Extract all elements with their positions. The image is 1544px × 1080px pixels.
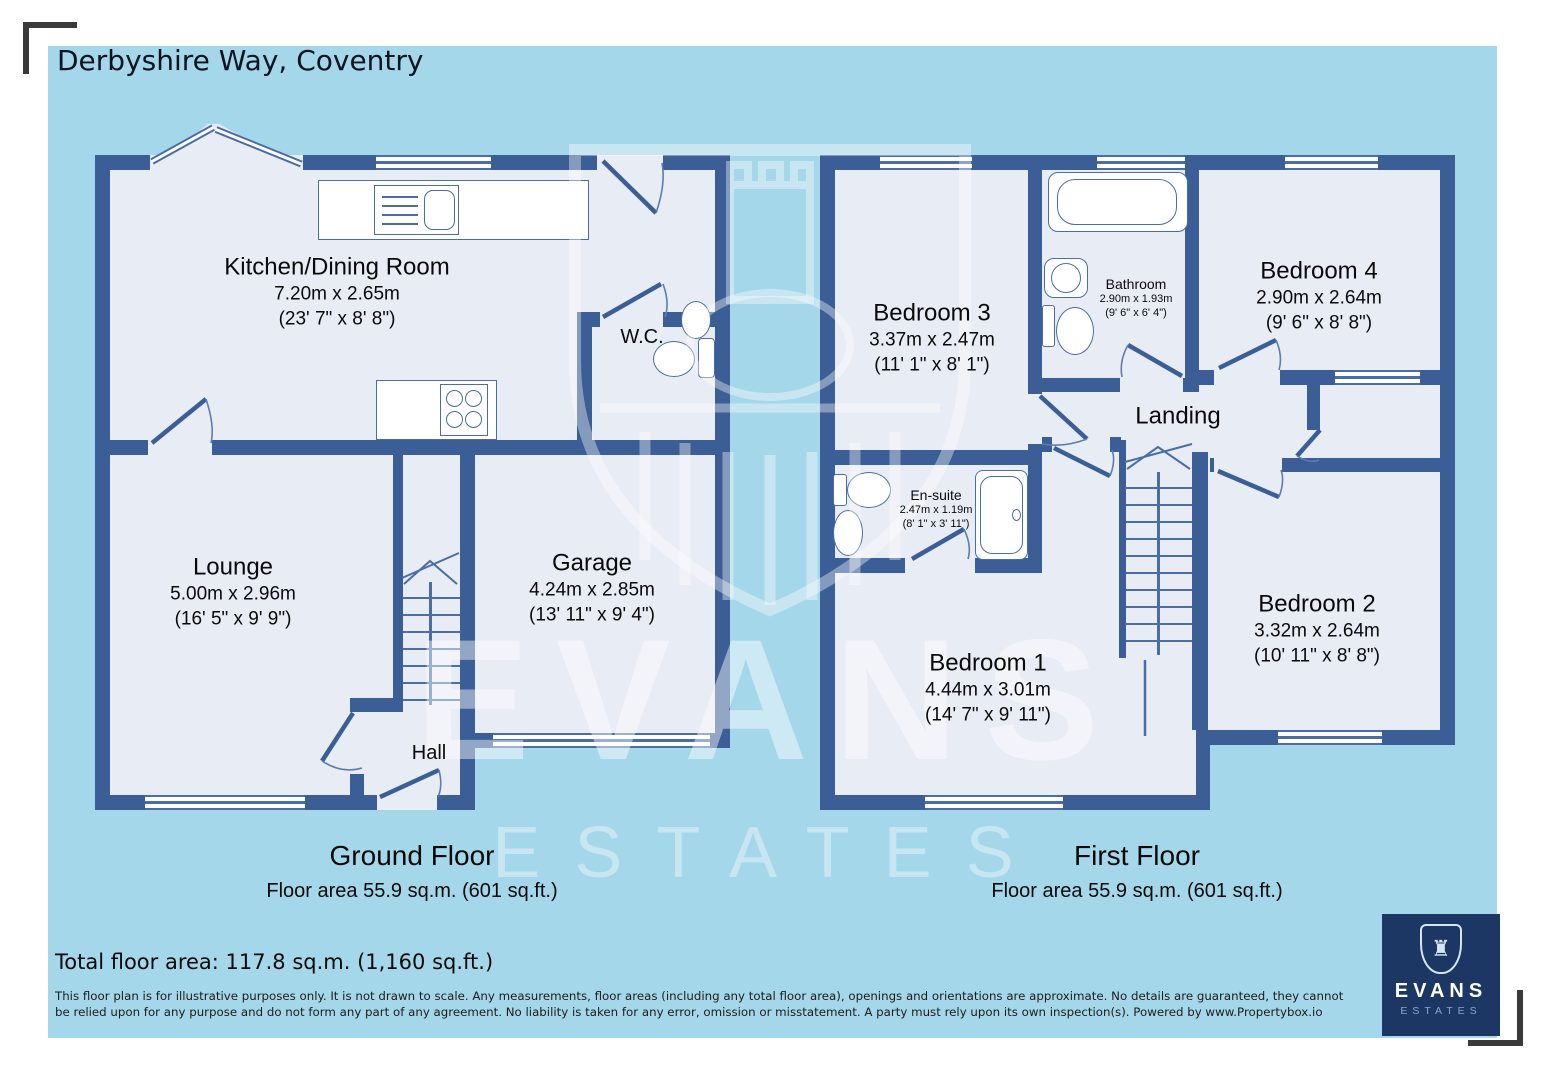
door-opening xyxy=(1052,437,1110,452)
page-title: Derbyshire Way, Coventry xyxy=(57,44,424,77)
wall xyxy=(1192,452,1208,730)
wall xyxy=(95,155,110,810)
bath-inner xyxy=(1057,179,1177,225)
door-opening xyxy=(905,558,975,573)
watermark-text: ESTATES xyxy=(492,813,1048,893)
frame-corner-top-left xyxy=(23,22,77,28)
basin xyxy=(833,510,863,556)
logo-tagline: ESTATES xyxy=(1400,1005,1482,1017)
stair-rail xyxy=(429,582,432,705)
room-label-bedroom3: Bedroom 3 3.37m x 2.47m (11' 1" x 8' 1") xyxy=(869,299,995,376)
door-opening xyxy=(350,712,364,774)
wall xyxy=(1185,170,1199,392)
watermark-text: EVANS xyxy=(415,604,1125,796)
room-label-lounge: Lounge 5.00m x 2.96m (16' 5" x 9' 9") xyxy=(170,553,296,630)
wall xyxy=(1440,155,1455,745)
total-floor-area: Total floor area: 117.8 sq.m. (1,160 sq.… xyxy=(55,950,494,974)
toilet-cistern xyxy=(1042,305,1055,347)
room-label-garage: Garage 4.24m x 2.85m (13' 11" x 9' 4") xyxy=(528,549,656,626)
evans-estates-logo: ♜ EVANS ESTATES xyxy=(1382,914,1500,1036)
wall xyxy=(1028,450,1042,573)
basin xyxy=(681,301,711,339)
hob-ring xyxy=(446,390,463,407)
garage-door xyxy=(493,733,710,748)
door-opening xyxy=(148,440,212,455)
frame-corner-top-left xyxy=(23,22,29,74)
room-label-bedroom2: Bedroom 2 3.32m x 2.64m (10' 11" x 8' 8"… xyxy=(1253,590,1381,667)
built-in-cupboard xyxy=(1335,370,1420,385)
wall xyxy=(1307,385,1320,430)
window xyxy=(1097,155,1185,170)
toilet-bowl xyxy=(1056,307,1094,355)
toilet-cistern xyxy=(698,338,715,378)
hob-ring xyxy=(446,411,463,428)
wall xyxy=(820,155,835,810)
sink-bowl xyxy=(424,190,455,230)
hob xyxy=(440,384,488,436)
window xyxy=(1285,155,1378,170)
first-floor-caption: First Floor Floor area 55.9 sq.m. (601 s… xyxy=(991,840,1283,902)
ground-floor-caption: Ground Floor Floor area 55.9 sq.m. (601 … xyxy=(266,840,558,902)
room-label-hall: Hall xyxy=(411,742,447,764)
window xyxy=(376,155,491,170)
window xyxy=(1278,730,1382,745)
wall xyxy=(95,440,730,455)
room-label-bedroom1: Bedroom 1 4.44m x 3.01m (14' 7" x 9' 11"… xyxy=(924,649,1052,726)
door-opening xyxy=(1028,394,1042,444)
room-label-bathroom: Bathroom 2.90m x 1.93m (9' 6" x 6' 4") xyxy=(1099,276,1173,320)
door-opening xyxy=(1120,378,1183,392)
room-label-wc: W.C. xyxy=(620,326,664,348)
sink-drainer xyxy=(382,196,418,226)
logo-shield-icon: ♜ xyxy=(1420,924,1462,974)
wall xyxy=(1196,730,1210,810)
frame-corner-bottom-right xyxy=(1468,1040,1523,1046)
toilet-cistern xyxy=(833,474,847,506)
toilet-bowl xyxy=(847,472,891,508)
wall xyxy=(577,312,592,455)
bay-window-opening xyxy=(150,155,303,170)
wall xyxy=(1119,440,1126,658)
room-label-ensuite: En-suite 2.47m x 1.19m (8' 1" x 3' 11") xyxy=(899,487,973,531)
logo-name: EVANS xyxy=(1394,980,1488,1002)
door-opening xyxy=(1214,370,1280,385)
stair-rail xyxy=(1157,472,1160,655)
toilet-bowl xyxy=(653,341,695,377)
wall xyxy=(1028,170,1042,392)
room-label-bedroom4: Bedroom 4 2.90m x 2.64m (9' 6" x 8' 8") xyxy=(1256,257,1382,334)
door-opening xyxy=(597,155,663,170)
door-opening xyxy=(1214,458,1282,472)
shower-control xyxy=(1012,509,1021,521)
wall xyxy=(393,455,403,705)
wall xyxy=(460,455,475,810)
castle-icon: ♜ xyxy=(1431,936,1451,962)
room-label-landing: Landing xyxy=(1135,402,1221,430)
basin-bowl xyxy=(1051,263,1081,293)
hob-ring xyxy=(465,411,482,428)
window xyxy=(145,795,305,810)
window xyxy=(925,795,1063,810)
window xyxy=(880,155,972,170)
room-label-kitchen: Kitchen/Dining Room 7.20m x 2.65m (23' 7… xyxy=(224,253,450,330)
wall xyxy=(835,450,1042,465)
shower-tray xyxy=(980,476,1023,554)
disclaimer-text: This floor plan is for illustrative purp… xyxy=(55,989,1344,1020)
hob-ring xyxy=(465,390,482,407)
frame-corner-bottom-right xyxy=(1517,990,1523,1046)
